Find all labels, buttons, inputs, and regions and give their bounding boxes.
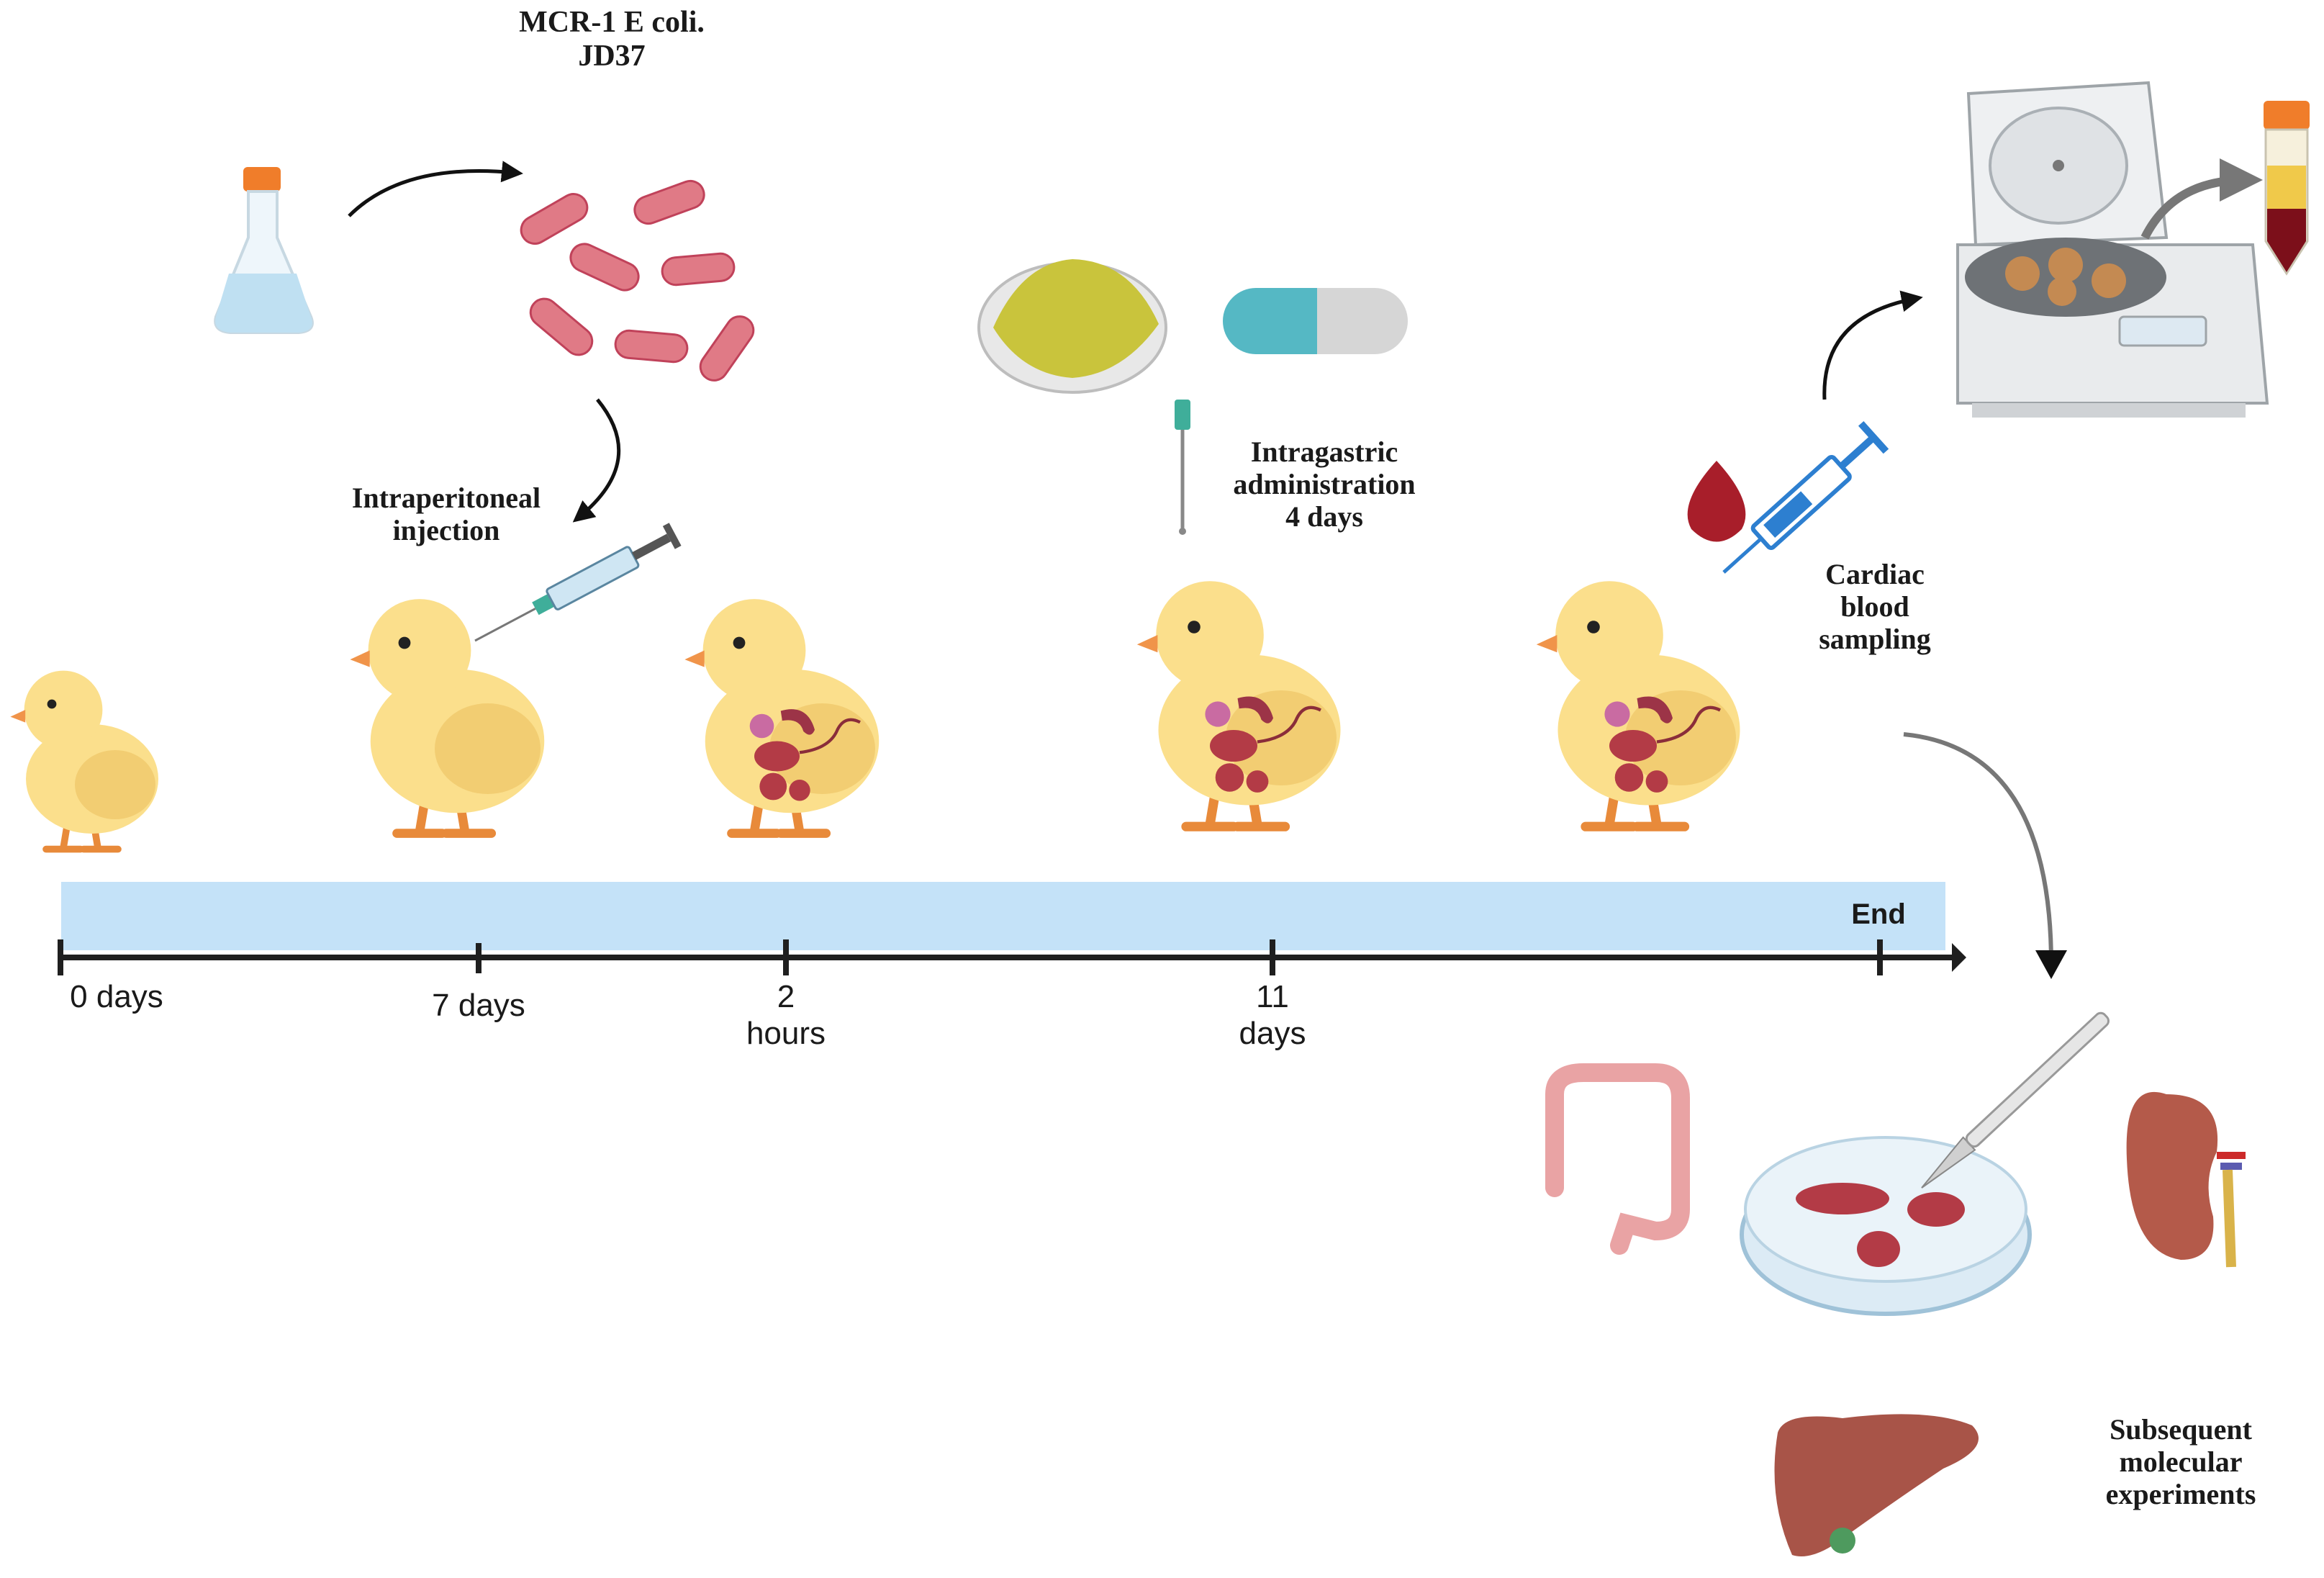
timeline-band xyxy=(61,882,1945,950)
intestine-icon xyxy=(1545,1063,1690,1255)
chick-icon xyxy=(684,599,879,834)
tick-label-0-days: 0 days xyxy=(70,979,163,1014)
bacteria-icon xyxy=(520,179,755,382)
timeline-end-label: End xyxy=(1851,898,1906,930)
label-subsequent-experiments: Subsequent molecular experiments xyxy=(2105,1413,2256,1510)
arrow-centrifuge-to-tube xyxy=(2140,158,2263,240)
blood-drop-icon xyxy=(1687,461,1746,542)
capsule-icon xyxy=(1223,288,1408,354)
centrifuge-icon xyxy=(1956,81,2269,418)
tick-label-11-days: 11 days xyxy=(1239,979,1306,1051)
sample-tube-icon xyxy=(2264,101,2310,276)
powder-dish-icon xyxy=(977,259,1167,394)
petri-dish-icon xyxy=(1740,1136,2032,1316)
label-cardiac-blood-sampling: Cardiac blood sampling xyxy=(1819,558,1931,655)
strain-title: MCR-1 E coli. JD37 xyxy=(519,6,705,73)
syringe-icon xyxy=(474,523,682,642)
liver-icon xyxy=(1774,1414,1979,1556)
label-intragastric-administration: Intragastric administration 4 days xyxy=(1233,436,1416,533)
flask-icon xyxy=(214,167,314,334)
scalpel-icon xyxy=(1921,1011,2110,1189)
chick-icon xyxy=(350,599,544,834)
gavage-needle-icon xyxy=(1175,400,1190,535)
arrow-to-centrifuge xyxy=(1822,290,1923,400)
chick-icon xyxy=(10,671,158,849)
arrow-to-organs-head xyxy=(2035,950,2067,979)
timeline-arrowhead xyxy=(1952,943,1966,972)
chick-icon xyxy=(1537,581,1740,826)
kidney-icon xyxy=(2126,1091,2246,1268)
syringe-icon xyxy=(1722,420,1889,574)
arrow-to-organs xyxy=(1903,732,2053,965)
arrow-flask-to-bacteria xyxy=(348,161,523,217)
label-intraperitoneal-injection: Intraperitoneal injection xyxy=(351,482,541,546)
tick-label-2-hours: 2 hours xyxy=(746,979,826,1051)
tick-label-7-days: 7 days xyxy=(432,988,525,1023)
chick-icon xyxy=(1137,581,1341,826)
arrow-bacteria-to-injection xyxy=(572,398,621,523)
